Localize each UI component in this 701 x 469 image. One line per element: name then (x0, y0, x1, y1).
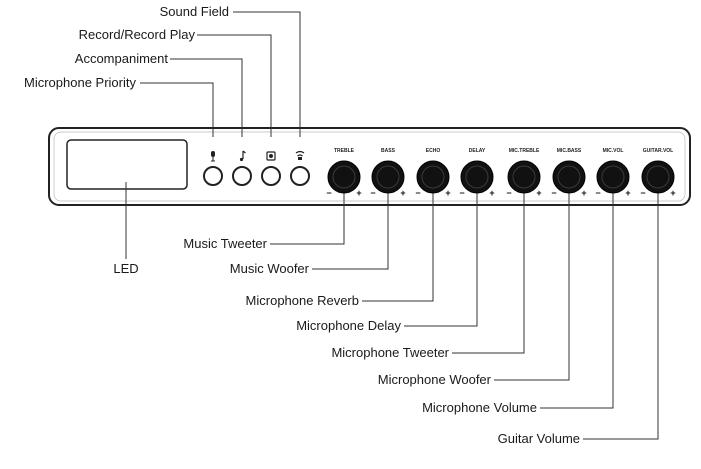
knob-label-echo: ECHO (426, 148, 441, 154)
knob-plus-sign: + (536, 188, 541, 198)
leader-lines (125, 11, 659, 440)
knob-label-bass: BASS (381, 148, 396, 154)
front-panel (48, 127, 691, 206)
callout-bass: Music Woofer (230, 261, 310, 276)
knob-minus-sign: − (506, 188, 511, 198)
knob-plus-sign: + (445, 188, 450, 198)
callout-accompaniment: Accompaniment (75, 51, 169, 66)
knob-mic-vol[interactable] (596, 160, 630, 194)
mic-priority-button[interactable] (203, 166, 223, 186)
record-button[interactable] (261, 166, 281, 186)
knob-minus-sign: − (595, 188, 600, 198)
callout-sound-field: Sound Field (160, 4, 229, 19)
knob-minus-sign: − (640, 188, 645, 198)
knob-mic-treble[interactable] (507, 160, 541, 194)
knob-plus-sign: + (625, 188, 630, 198)
led-display (66, 139, 188, 190)
callout-mic-bass: Microphone Woofer (378, 372, 492, 387)
knob-minus-sign: − (370, 188, 375, 198)
callout-mic-vol: Microphone Volume (422, 400, 537, 415)
knob-delay[interactable] (460, 160, 494, 194)
knob-echo[interactable] (416, 160, 450, 194)
callout-guitar-vol: Guitar Volume (498, 431, 580, 446)
callout-led: LED (113, 261, 138, 276)
knob-minus-sign: − (415, 188, 420, 198)
accompaniment-button[interactable] (232, 166, 252, 186)
knob-plus-sign: + (489, 188, 494, 198)
knob-minus-sign: − (551, 188, 556, 198)
knob-label-delay: DELAY (469, 148, 486, 154)
knob-label-mic-treble: MIC.TREBLE (509, 148, 540, 154)
microphone-icon (211, 151, 215, 162)
sound-field-icon (295, 150, 305, 160)
knob-plus-sign: + (581, 188, 586, 198)
knob-label-guitar-vol: GUITAR.VOL (643, 148, 673, 154)
callout-record: Record/Record Play (79, 27, 196, 42)
callout-mic-priority: Microphone Priority (24, 75, 136, 90)
knob-guitar-vol[interactable] (641, 160, 675, 194)
front-panel-inner-line (53, 131, 686, 202)
knob-label-mic-bass: MIC.BASS (557, 148, 582, 154)
record-icon (266, 151, 276, 161)
knob-minus-sign: − (459, 188, 464, 198)
knob-mic-bass[interactable] (552, 160, 586, 194)
knob-minus-sign: − (326, 188, 331, 198)
knob-plus-sign: + (670, 188, 675, 198)
sound-field-button[interactable] (290, 166, 310, 186)
callout-mic-treble: Microphone Tweeter (331, 345, 449, 360)
callout-treble: Music Tweeter (183, 236, 267, 251)
music-note-icon (239, 150, 246, 162)
knob-plus-sign: + (400, 188, 405, 198)
knob-label-treble: TREBLE (334, 148, 355, 154)
knob-plus-sign: + (356, 188, 361, 198)
knob-bass[interactable] (371, 160, 405, 194)
callout-echo: Microphone Reverb (246, 293, 359, 308)
knob-treble[interactable] (327, 160, 361, 194)
knob-label-mic-vol: MIC.VOL (603, 148, 624, 154)
callout-delay: Microphone Delay (296, 318, 401, 333)
